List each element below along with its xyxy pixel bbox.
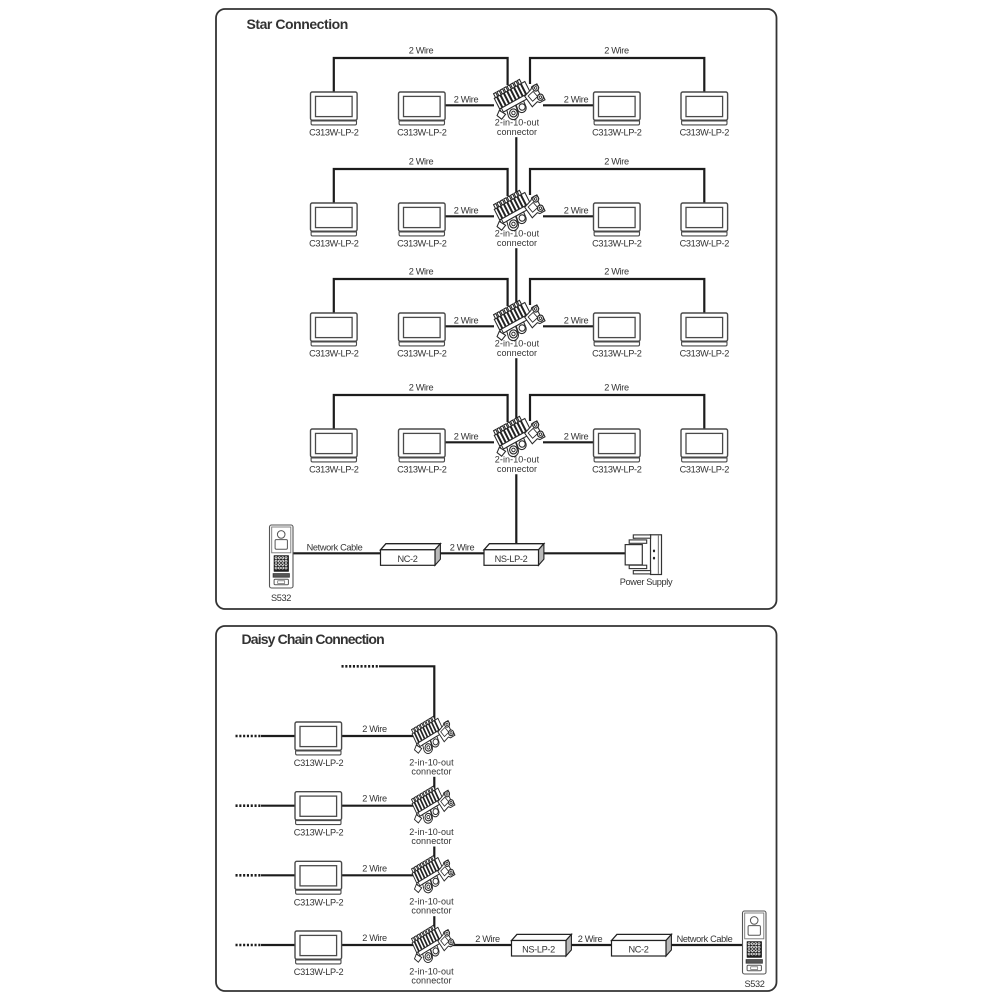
svg-text:C313W-LP-2: C313W-LP-2 [309, 349, 359, 359]
svg-text:NS-LP-2: NS-LP-2 [495, 554, 528, 564]
svg-text:2 Wire: 2 Wire [362, 863, 387, 873]
svg-text:C313W-LP-2: C313W-LP-2 [592, 128, 642, 138]
svg-text:C313W-LP-2: C313W-LP-2 [294, 758, 344, 768]
svg-text:C313W-LP-2: C313W-LP-2 [680, 239, 730, 249]
svg-text:connector: connector [411, 766, 451, 776]
svg-text:2 Wire: 2 Wire [454, 95, 479, 105]
svg-text:2-in-10-out: 2-in-10-out [495, 118, 540, 128]
svg-text:connector: connector [497, 127, 537, 137]
svg-text:2 Wire: 2 Wire [564, 95, 589, 105]
svg-text:2 Wire: 2 Wire [454, 316, 479, 326]
svg-text:2-in-10-out: 2-in-10-out [495, 339, 540, 349]
svg-text:2 Wire: 2 Wire [564, 206, 589, 216]
svg-text:2 Wire: 2 Wire [409, 157, 434, 167]
svg-text:Star Connection: Star Connection [247, 16, 348, 32]
svg-text:connector: connector [411, 836, 451, 846]
svg-text:C313W-LP-2: C313W-LP-2 [397, 239, 447, 249]
svg-text:2 Wire: 2 Wire [564, 432, 589, 442]
svg-text:C313W-LP-2: C313W-LP-2 [592, 349, 642, 359]
svg-text:NS-LP-2: NS-LP-2 [522, 945, 555, 955]
svg-text:Power Supply: Power Supply [620, 577, 673, 587]
svg-text:connector: connector [497, 348, 537, 358]
svg-text:2 Wire: 2 Wire [454, 432, 479, 442]
svg-text:connector: connector [411, 975, 451, 985]
svg-text:C313W-LP-2: C313W-LP-2 [397, 465, 447, 475]
svg-text:C313W-LP-2: C313W-LP-2 [397, 349, 447, 359]
svg-text:C313W-LP-2: C313W-LP-2 [397, 128, 447, 138]
svg-text:2 Wire: 2 Wire [604, 157, 629, 167]
svg-text:C313W-LP-2: C313W-LP-2 [680, 465, 730, 475]
svg-text:NC-2: NC-2 [397, 554, 417, 564]
svg-text:2-in-10-out: 2-in-10-out [409, 897, 454, 907]
svg-text:Network Cable: Network Cable [307, 543, 363, 553]
svg-text:connector: connector [497, 464, 537, 474]
svg-text:C313W-LP-2: C313W-LP-2 [680, 128, 730, 138]
svg-text:2 Wire: 2 Wire [578, 934, 603, 944]
svg-text:2-in-10-out: 2-in-10-out [409, 757, 454, 767]
svg-text:2-in-10-out: 2-in-10-out [495, 455, 540, 465]
svg-text:2 Wire: 2 Wire [409, 267, 434, 277]
svg-text:C313W-LP-2: C313W-LP-2 [294, 897, 344, 907]
svg-text:2 Wire: 2 Wire [454, 206, 479, 216]
svg-text:NC-2: NC-2 [628, 945, 648, 955]
svg-text:2 Wire: 2 Wire [409, 46, 434, 56]
svg-text:connector: connector [497, 238, 537, 248]
svg-text:C313W-LP-2: C313W-LP-2 [294, 828, 344, 838]
svg-text:C313W-LP-2: C313W-LP-2 [309, 465, 359, 475]
svg-text:2 Wire: 2 Wire [362, 933, 387, 943]
svg-text:C313W-LP-2: C313W-LP-2 [592, 239, 642, 249]
svg-text:2 Wire: 2 Wire [409, 383, 434, 393]
svg-text:Network Cable: Network Cable [677, 934, 733, 944]
svg-text:2 Wire: 2 Wire [604, 383, 629, 393]
svg-text:2 Wire: 2 Wire [604, 46, 629, 56]
svg-text:S532: S532 [744, 979, 764, 989]
svg-text:C313W-LP-2: C313W-LP-2 [309, 239, 359, 249]
svg-text:S532: S532 [271, 593, 291, 603]
svg-text:C313W-LP-2: C313W-LP-2 [592, 465, 642, 475]
svg-text:C313W-LP-2: C313W-LP-2 [309, 128, 359, 138]
svg-text:2 Wire: 2 Wire [362, 724, 387, 734]
svg-text:2 Wire: 2 Wire [450, 543, 475, 553]
svg-text:2 Wire: 2 Wire [604, 267, 629, 277]
svg-text:2-in-10-out: 2-in-10-out [409, 966, 454, 976]
svg-text:Daisy Chain Connection: Daisy Chain Connection [242, 631, 385, 647]
svg-text:2 Wire: 2 Wire [475, 934, 500, 944]
svg-text:C313W-LP-2: C313W-LP-2 [680, 349, 730, 359]
svg-text:2 Wire: 2 Wire [362, 794, 387, 804]
svg-text:C313W-LP-2: C313W-LP-2 [294, 967, 344, 977]
svg-text:2-in-10-out: 2-in-10-out [495, 229, 540, 239]
svg-text:connector: connector [411, 906, 451, 916]
svg-text:2-in-10-out: 2-in-10-out [409, 827, 454, 837]
svg-text:2 Wire: 2 Wire [564, 316, 589, 326]
